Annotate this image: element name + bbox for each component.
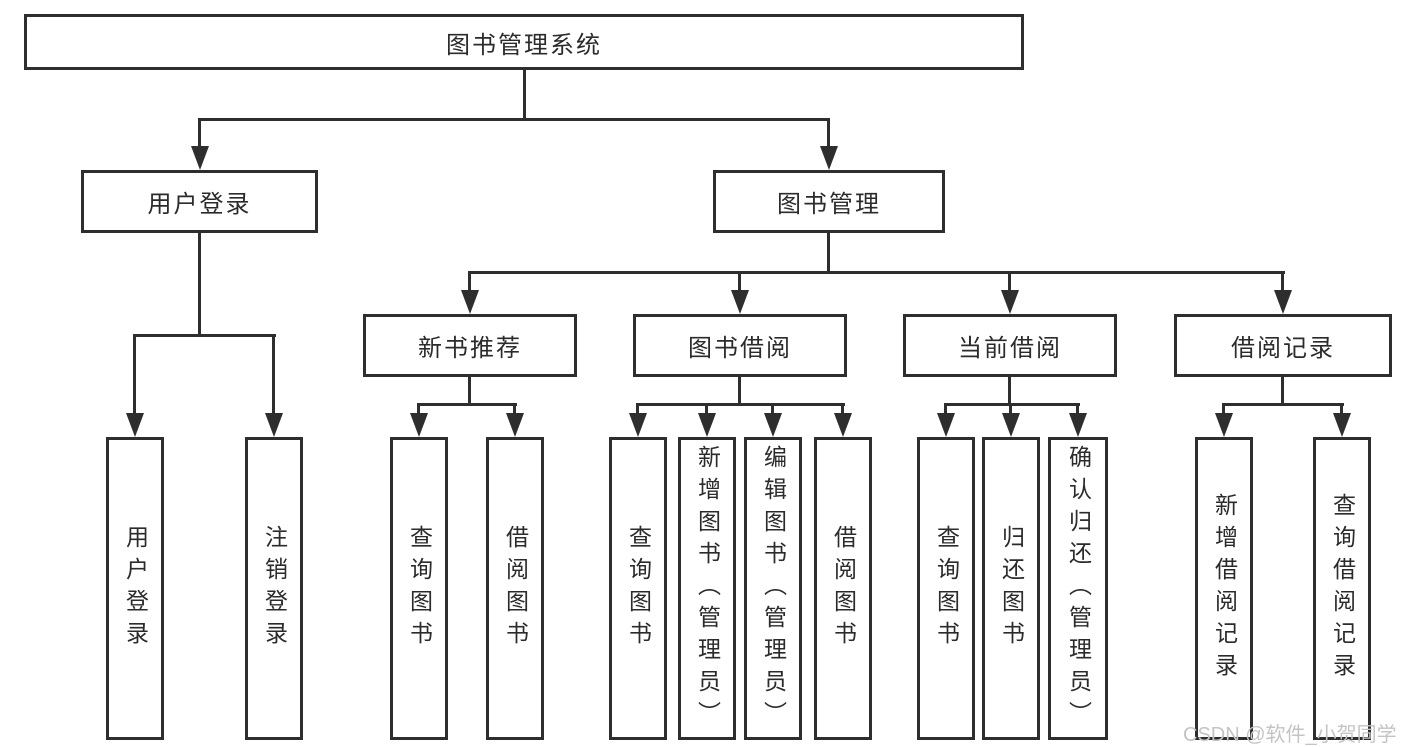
connector-drop-leaf (771, 403, 774, 415)
node-new-book-recommend: 新书推荐 (363, 314, 577, 377)
leaf-query-books-borrow: 查询图书 (609, 437, 667, 740)
connector-drop-current-borrow (1008, 271, 1011, 292)
arrow-down-icon (834, 413, 852, 437)
leaf-query-borrow-record: 查询借阅记录 (1313, 437, 1371, 740)
connector-book-management-stem (827, 233, 830, 274)
leaf-add-borrow-record: 新增借阅记录 (1195, 437, 1253, 740)
arrow-down-icon (461, 290, 479, 314)
arrow-down-icon (698, 413, 716, 437)
arrow-down-icon (1274, 290, 1292, 314)
leaf-query-books-recommend: 查询图书 (390, 437, 448, 740)
leaf-label: 确认归还（管理员） (1065, 444, 1092, 733)
connector-borrow-records-stem (1281, 377, 1284, 406)
connector-drop-book-borrow (738, 271, 741, 292)
connector-drop-new-book-recommend (468, 271, 471, 292)
arrow-down-icon (764, 413, 782, 437)
leaf-add-books-admin: 新增图书（管理员） (678, 437, 736, 740)
arrow-down-icon (265, 413, 283, 437)
connector-drop-leaf-logout (272, 334, 275, 415)
leaf-label: 编辑图书（管理员） (760, 444, 787, 733)
connector-user-login-split (133, 334, 276, 337)
connector-drop-leaf (417, 403, 420, 415)
node-book-management-label: 图书管理 (777, 191, 881, 218)
connector-book-borrow-split (636, 403, 845, 406)
arrow-down-icon (506, 413, 524, 437)
leaf-query-books-current: 查询图书 (917, 437, 975, 740)
node-root-label: 图书管理系统 (446, 31, 602, 59)
connector-drop-leaf (1076, 403, 1079, 415)
leaf-logout: 注销登录 (245, 437, 303, 740)
arrow-down-icon (629, 413, 647, 437)
leaf-edit-books-admin: 编辑图书（管理员） (744, 437, 802, 740)
connector-drop-user-login (198, 118, 201, 148)
connector-root-split (198, 118, 830, 121)
connector-user-login-stem (198, 233, 201, 337)
leaf-label: 借阅图书 (502, 524, 529, 653)
arrow-down-icon (731, 290, 749, 314)
leaf-label: 借阅图书 (830, 524, 857, 653)
leaf-label: 新增图书（管理员） (694, 444, 721, 733)
leaf-label: 查询图书 (933, 524, 960, 653)
node-current-borrow-label: 当前借阅 (958, 335, 1062, 362)
arrow-down-icon (937, 413, 955, 437)
leaf-label: 用户登录 (122, 524, 149, 653)
leaf-label: 查询借阅记录 (1329, 492, 1356, 685)
connector-current-borrow-split (944, 403, 1080, 406)
arrow-down-icon (820, 146, 838, 170)
node-new-book-recommend-label: 新书推荐 (418, 335, 522, 362)
node-root: 图书管理系统 (24, 14, 1024, 70)
arrow-down-icon (1333, 413, 1351, 437)
arrow-down-icon (410, 413, 428, 437)
arrow-down-icon (1001, 290, 1019, 314)
csdn-watermark: CSDN @软件_小贺同学 (1183, 724, 1397, 746)
connector-drop-leaf (636, 403, 639, 415)
connector-drop-leaf (1340, 403, 1343, 415)
connector-drop-book-management (827, 118, 830, 148)
connector-drop-leaf (513, 403, 516, 415)
connector-drop-leaf (944, 403, 947, 415)
node-book-management: 图书管理 (713, 170, 945, 233)
connector-drop-borrow-records (1281, 271, 1284, 292)
node-book-borrow-label: 图书借阅 (688, 335, 792, 362)
connector-drop-leaf (705, 403, 708, 415)
connector-root-stem (523, 70, 526, 121)
connector-book-management-split (468, 271, 1285, 274)
connector-drop-leaf (1222, 403, 1225, 415)
leaf-label: 新增借阅记录 (1211, 492, 1238, 685)
connector-drop-leaf (1009, 403, 1012, 415)
node-user-login: 用户登录 (81, 170, 318, 233)
connector-new-book-recommend-split (417, 403, 517, 406)
connector-book-borrow-stem (738, 377, 741, 406)
node-borrow-records: 借阅记录 (1174, 314, 1392, 377)
node-book-borrow: 图书借阅 (633, 314, 847, 377)
connector-current-borrow-stem (1008, 377, 1011, 406)
leaf-confirm-return-admin: 确认归还（管理员） (1048, 437, 1108, 740)
leaf-label: 归还图书 (998, 524, 1025, 653)
leaf-borrow-books-recommend: 借阅图书 (486, 437, 544, 740)
connector-borrow-records-split (1222, 403, 1344, 406)
arrow-down-icon (1002, 413, 1020, 437)
leaf-return-books: 归还图书 (982, 437, 1040, 740)
arrow-down-icon (1215, 413, 1233, 437)
node-user-login-label: 用户登录 (147, 191, 252, 218)
leaf-borrow-books-borrow: 借阅图书 (814, 437, 872, 740)
node-current-borrow: 当前借阅 (903, 314, 1117, 377)
leaf-label: 查询图书 (406, 524, 433, 653)
leaf-user-login: 用户登录 (106, 437, 164, 740)
connector-new-book-recommend-stem (468, 377, 471, 406)
connector-drop-leaf-user-login (133, 334, 136, 415)
leaf-label: 查询图书 (625, 524, 652, 653)
arrow-down-icon (126, 413, 144, 437)
leaf-label: 注销登录 (261, 524, 288, 653)
arrow-down-icon (1069, 413, 1087, 437)
connector-drop-leaf (841, 403, 844, 415)
node-borrow-records-label: 借阅记录 (1231, 335, 1335, 362)
arrow-down-icon (191, 146, 209, 170)
